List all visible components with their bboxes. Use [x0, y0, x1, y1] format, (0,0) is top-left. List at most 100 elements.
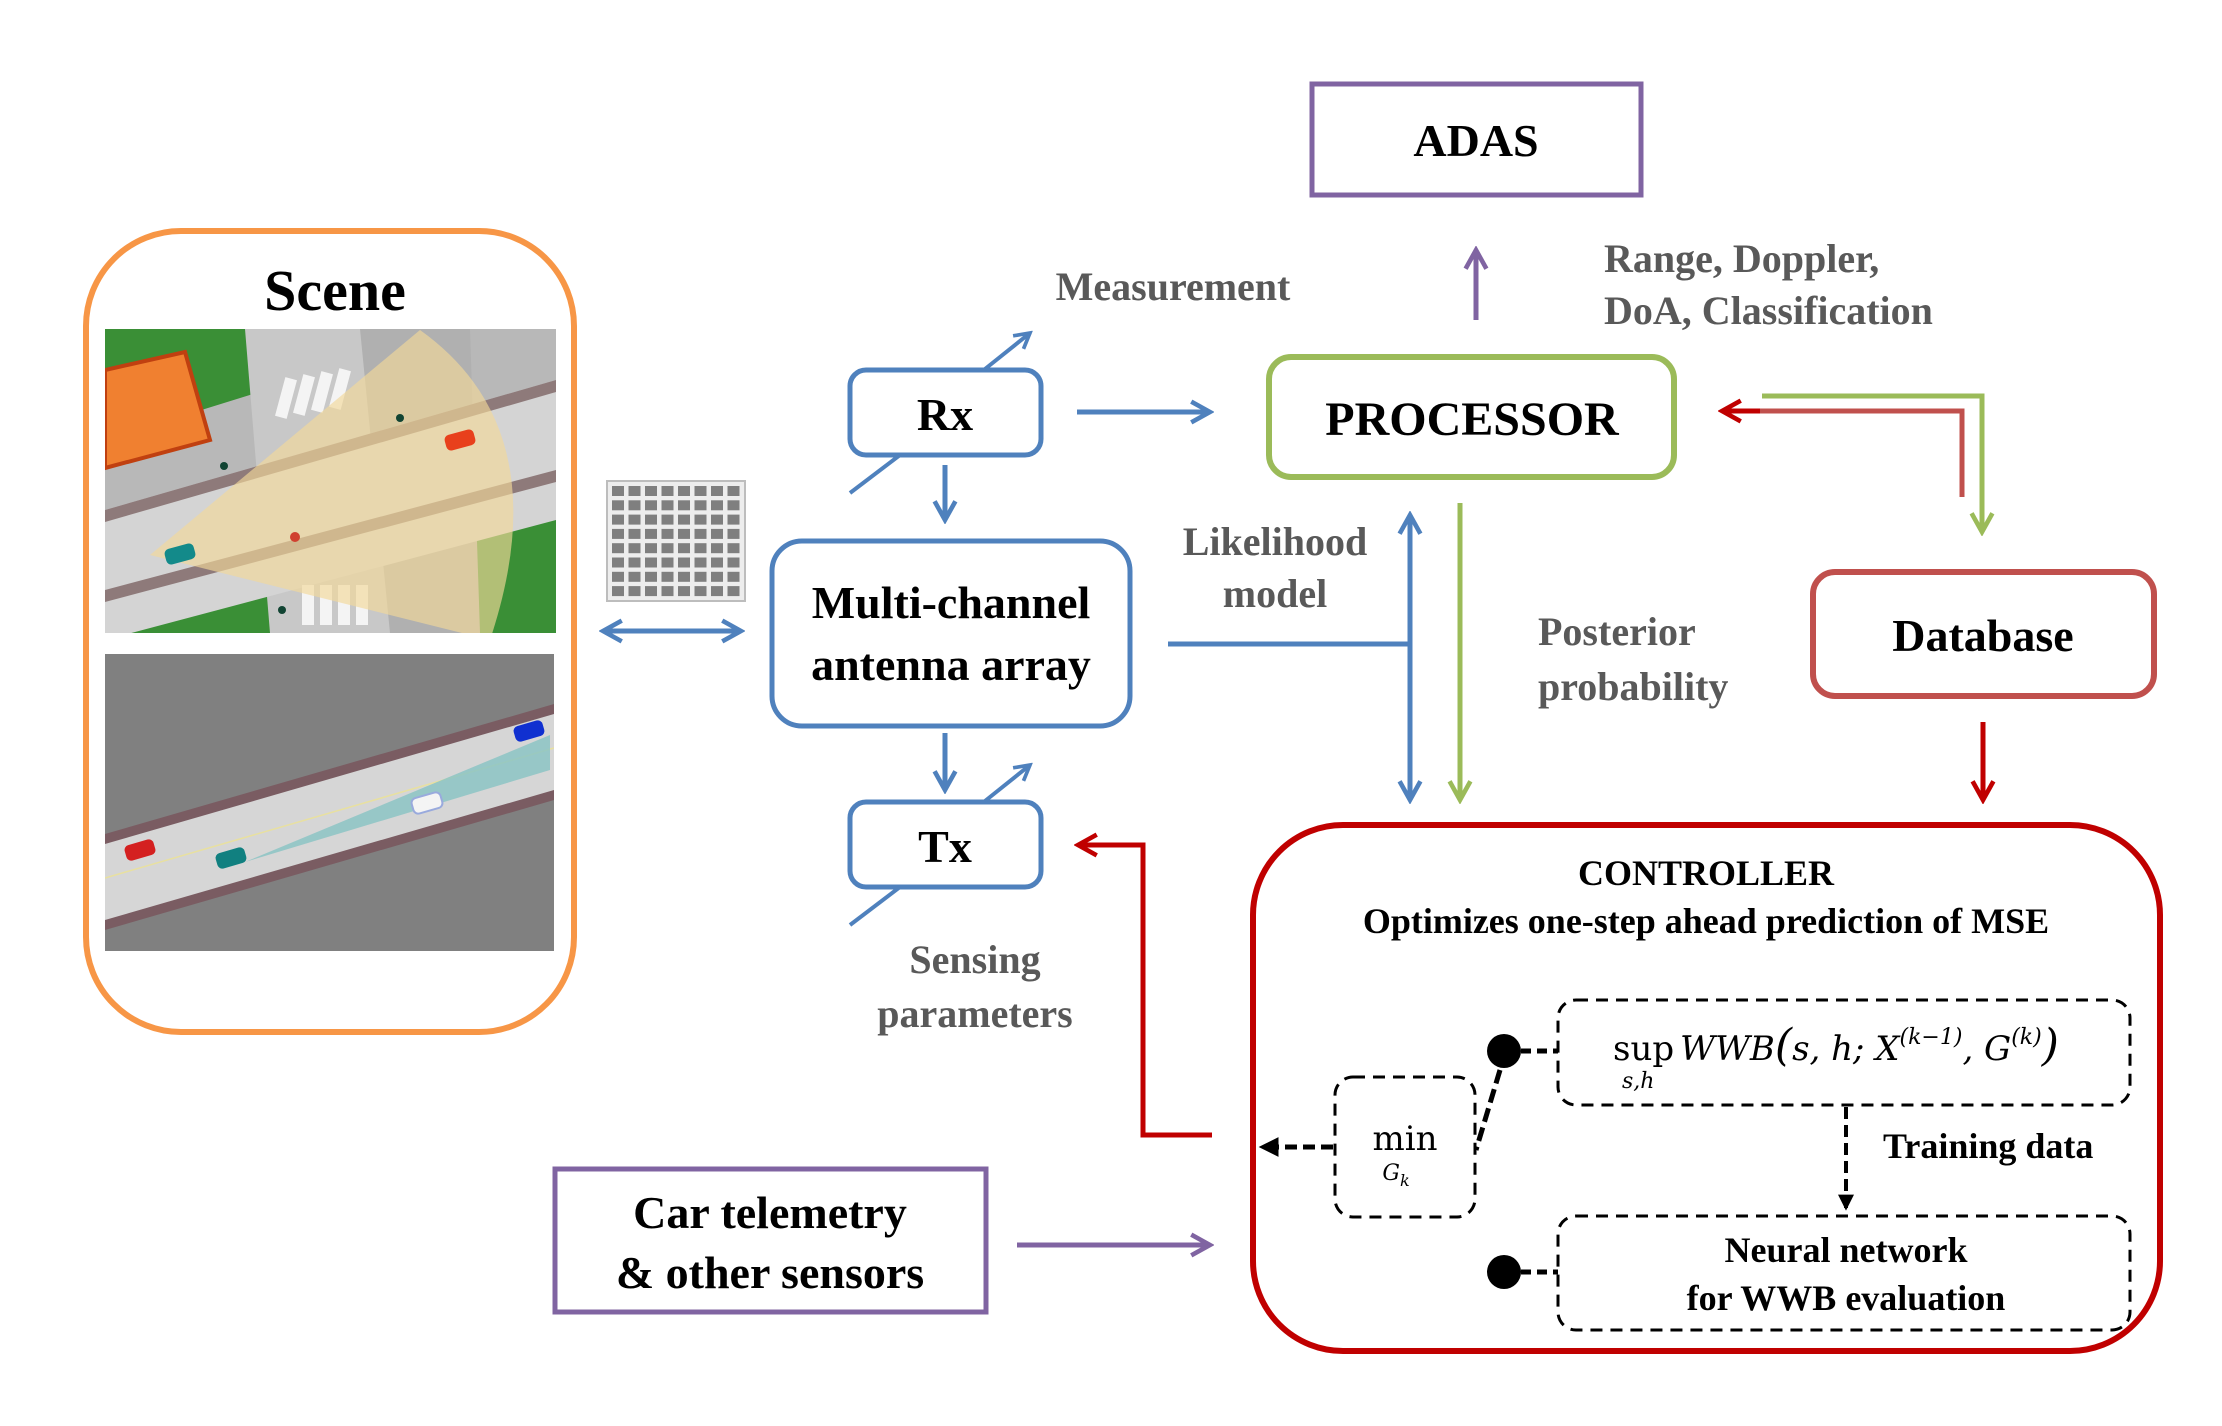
antenna-grid-icon: [606, 480, 746, 602]
sup-subscript: s,h: [1622, 1069, 1654, 1094]
antenna-element: [645, 543, 657, 554]
antenna-element: [711, 543, 723, 554]
antenna-element: [661, 571, 674, 582]
antenna-element: [628, 486, 641, 496]
antenna-element: [661, 514, 674, 525]
neural-network-label-1: Neural network: [1725, 1230, 1968, 1270]
min-operator: min: [1372, 1119, 1437, 1159]
rx-box[interactable]: [847, 367, 1044, 458]
controller-title: CONTROLLER: [1578, 853, 1835, 893]
outputs-label-2: DoA, Classification: [1604, 288, 1933, 333]
antenna-element: [711, 571, 723, 582]
antenna-element: [645, 500, 657, 511]
neural-network-box: [1556, 1214, 2132, 1332]
controller-box[interactable]: [1250, 822, 2163, 1354]
processor-node[interactable]: PROCESSOR: [1266, 354, 1677, 480]
antenna-element: [678, 543, 690, 554]
antenna-element: [628, 557, 641, 568]
likelihood-label-2: model: [1223, 571, 1327, 616]
antenna-element: [612, 557, 624, 568]
antenna-array-box[interactable]: [769, 538, 1133, 729]
antenna-element: [612, 528, 624, 539]
outputs-label-1: Range, Doppler,: [1604, 236, 1879, 281]
antenna-element: [661, 586, 674, 597]
training-data-label: Training data: [1883, 1126, 2093, 1166]
antenna-element: [711, 586, 723, 597]
database-to-processor-line: [1725, 408, 1965, 497]
tx-node[interactable]: Tx: [847, 765, 1044, 927]
antenna-element: [694, 557, 707, 568]
antenna-element: [727, 500, 740, 511]
database-box[interactable]: [1810, 569, 2157, 699]
scene-highway-image: [105, 654, 554, 951]
antenna-element: [628, 571, 641, 582]
antenna-element: [628, 500, 641, 511]
antenna-element: [711, 500, 723, 511]
car-telemetry-label-2: & other sensors: [616, 1247, 924, 1298]
antenna-element: [612, 571, 624, 582]
antenna-element: [711, 514, 723, 525]
neural-network-label-2: for WWB evaluation: [1687, 1278, 2006, 1318]
rx-node[interactable]: Rx: [847, 333, 1044, 495]
antenna-element: [661, 528, 674, 539]
tx-box[interactable]: [847, 799, 1044, 890]
wwb-name: WWB: [1680, 1029, 1775, 1069]
posterior-label-1: Posterior: [1538, 609, 1696, 654]
tx-antenna-arrow: [983, 765, 1030, 803]
controller-subtitle: Optimizes one-step ahead prediction of M…: [1363, 901, 2049, 941]
car-telemetry-node[interactable]: Car telemetry & other sensors: [552, 1166, 989, 1315]
wwb-args: s, h; X: [1792, 1029, 1901, 1069]
antenna-element: [694, 486, 707, 496]
car-telemetry-label-1: Car telemetry: [633, 1187, 907, 1238]
processor-to-database-arrow: [1762, 393, 1982, 532]
antenna-element: [612, 543, 624, 554]
nn-connector-dot: [1487, 1255, 1521, 1289]
rx-label: Rx: [917, 389, 973, 440]
antenna-element: [727, 557, 740, 568]
sup-wwb-box: [1556, 998, 2132, 1107]
antenna-element: [645, 557, 657, 568]
wwb-sup-2: (k): [2011, 1025, 2042, 1050]
adas-node[interactable]: ADAS: [1309, 81, 1644, 198]
min-subscript-g: G: [1382, 1161, 1400, 1186]
adas-label: ADAS: [1413, 115, 1538, 166]
antenna-element: [727, 514, 740, 525]
antenna-element: [694, 586, 707, 597]
antenna-element: [694, 514, 707, 525]
antenna-element: [727, 528, 740, 539]
antenna-element: [694, 543, 707, 554]
controller-node[interactable]: CONTROLLER Optimizes one-step ahead pred…: [1250, 822, 2163, 1354]
antenna-element: [661, 557, 674, 568]
antenna-array-node[interactable]: Multi-channel antenna array: [769, 538, 1133, 729]
antenna-element: [678, 571, 690, 582]
adas-box[interactable]: [1309, 81, 1644, 198]
antenna-element: [612, 586, 624, 597]
wwb-g: , G: [1962, 1029, 2011, 1069]
antenna-element: [645, 486, 657, 496]
car-telemetry-box[interactable]: [552, 1166, 989, 1315]
processor-box[interactable]: [1266, 354, 1677, 480]
antenna-element: [678, 514, 690, 525]
antenna-element: [628, 543, 641, 554]
sup-to-min-line: [1473, 1069, 1503, 1151]
antenna-element: [694, 571, 707, 582]
antenna-element: [711, 486, 723, 496]
processor-label: PROCESSOR: [1325, 393, 1620, 446]
antenna-element: [645, 514, 657, 525]
min-subscript: Gk: [1382, 1161, 1409, 1190]
antenna-element: [645, 528, 657, 539]
tx-antenna-line: [848, 885, 902, 927]
sensing-label-2: parameters: [877, 991, 1072, 1036]
sup-operator: sup: [1613, 1029, 1674, 1069]
database-node[interactable]: Database: [1810, 569, 2157, 699]
antenna-element: [678, 557, 690, 568]
likelihood-label-1: Likelihood: [1183, 519, 1368, 564]
antenna-element: [711, 557, 723, 568]
antenna-element: [727, 486, 740, 496]
min-subscript-k: k: [1400, 1171, 1410, 1190]
antenna-element: [612, 514, 624, 525]
antenna-array-label-1: Multi-channel: [812, 577, 1091, 628]
rx-antenna-arrow: [983, 333, 1030, 371]
wwb-expression: WWB(s, h; X(k−1), G(k)): [1680, 1020, 2059, 1071]
antenna-element: [711, 528, 723, 539]
